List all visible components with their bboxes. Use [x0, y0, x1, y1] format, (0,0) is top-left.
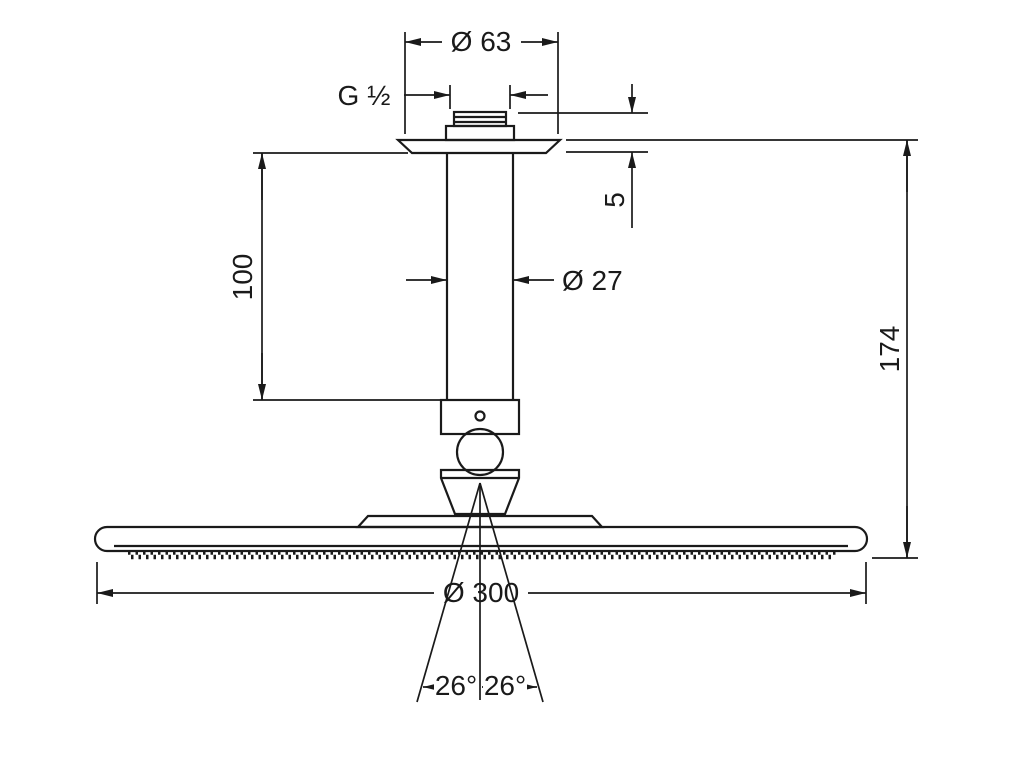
spray-right-line — [479, 482, 544, 703]
angle-left-label-mask — [434, 671, 478, 696]
thread-connector — [452, 110, 508, 128]
spray-angle-left-label: 26° — [435, 670, 477, 701]
dim-top-diameter: Ø 63 — [404, 26, 559, 134]
angle-right-label-mask — [483, 671, 527, 696]
spray-left-line — [416, 482, 481, 703]
dim-pipe-diameter: Ø 27 — [406, 265, 623, 296]
thread-size-label: G ½ — [338, 80, 391, 111]
top-diameter-label: Ø 63 — [451, 26, 512, 57]
dim-pipe-length: 100 — [227, 152, 443, 401]
ceiling-flange — [395, 138, 563, 155]
thread-collar — [444, 124, 516, 142]
dim-flange-height: 5 — [518, 84, 648, 228]
shower-head-plate — [93, 525, 869, 553]
spray-angle-right-label: 26° — [484, 670, 526, 701]
dim-thread: G ½ — [338, 80, 548, 111]
head-diameter-label: Ø 300 — [443, 577, 519, 608]
screw-hole — [474, 410, 486, 422]
overall-height-label: 174 — [874, 326, 905, 373]
flange-height-label: 5 — [599, 192, 630, 208]
shower-fixture — [93, 110, 869, 560]
dim-head-diameter: Ø 300 — [96, 562, 867, 608]
pipe-length-label: 100 — [227, 254, 258, 301]
ball-joint — [455, 427, 505, 477]
spray-angle-group: 26° 26° — [416, 482, 544, 703]
dim-overall-height: 174 — [566, 139, 918, 559]
pipe-diameter-label: Ø 27 — [562, 265, 623, 296]
connector-block — [439, 398, 521, 436]
